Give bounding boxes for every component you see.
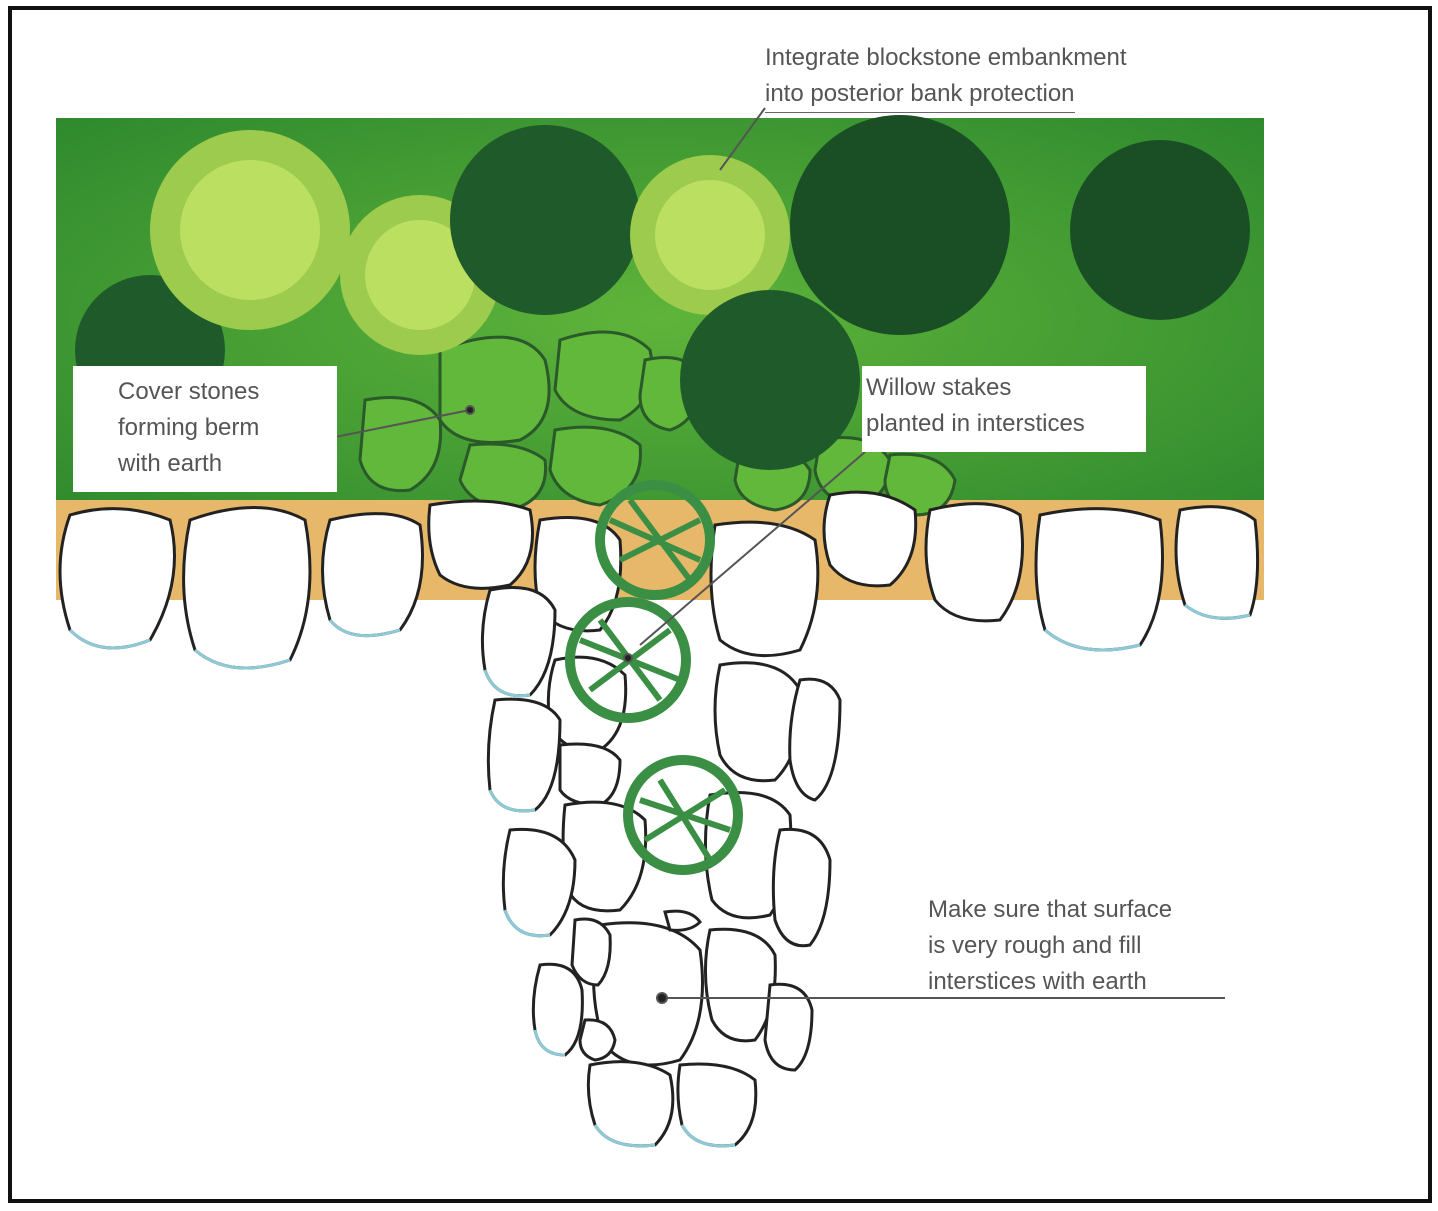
label-integrate: Integrate blockstone embankment into pos… — [765, 40, 1127, 113]
label-surface-line3: interstices with earth — [928, 964, 1172, 1000]
label-surface: Make sure that surface is very rough and… — [928, 892, 1172, 1000]
label-surface-line2: is very rough and fill — [928, 928, 1172, 964]
tree-dark — [450, 125, 640, 315]
label-cover-line3: with earth — [118, 446, 259, 482]
label-surface-line1: Make sure that surface — [928, 892, 1172, 928]
tree-dark — [680, 290, 860, 470]
tree-dark — [1070, 140, 1250, 320]
label-willow-line1: Willow stakes — [866, 370, 1085, 406]
label-willow: Willow stakes planted in interstices — [866, 370, 1085, 442]
tree-light — [655, 180, 765, 290]
label-cover-line2: forming berm — [118, 410, 259, 446]
label-integrate-line1: Integrate blockstone embankment — [765, 40, 1127, 76]
label-cover: Cover stones forming berm with earth — [118, 374, 259, 482]
label-cover-line1: Cover stones — [118, 374, 259, 410]
label-willow-line2: planted in interstices — [866, 406, 1085, 442]
tree-light — [180, 160, 320, 300]
tree-dark — [790, 115, 1010, 335]
label-integrate-line2: into posterior bank protection — [765, 76, 1075, 113]
